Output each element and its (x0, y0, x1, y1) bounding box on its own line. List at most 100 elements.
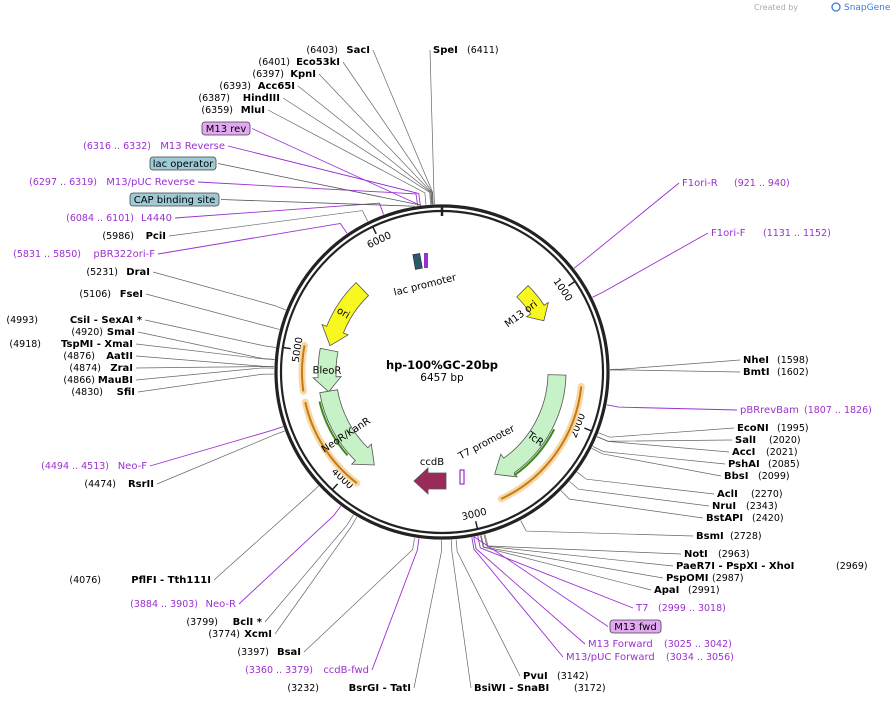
leader-line (560, 490, 704, 519)
site-name: FseI (120, 289, 143, 300)
label-acli[interactable]: AclI(2270) (717, 489, 783, 500)
label-smai[interactable]: SmaI(4920) (71, 327, 135, 338)
site-name: BsaI (277, 647, 301, 658)
label-pshai[interactable]: PshAI(2085) (728, 459, 800, 470)
label-kpni[interactable]: KpnI(6397) (252, 69, 316, 80)
label-pflfi[interactable]: PflFI - Tth111I(4076) (69, 575, 211, 586)
pill-text: M13 fwd (614, 622, 656, 633)
label-hindiii[interactable]: HindIII(6387) (198, 93, 280, 104)
label-l4440[interactable]: L4440(6084 .. 6101) (66, 213, 172, 224)
label-xcmi[interactable]: XcmI(3774) (208, 629, 272, 640)
label-pbr322ori-f[interactable]: pBR322ori-F(5831 .. 5850) (13, 249, 155, 260)
tick-mark (584, 427, 593, 432)
label-pcii[interactable]: PciI(5986) (102, 231, 166, 242)
site-name: SacI (346, 45, 370, 56)
label-sacI[interactable]: SacI(6403) (306, 45, 370, 56)
site-position: (6316 .. 6332) (83, 141, 151, 152)
site-name: BsmI (696, 531, 724, 542)
leader-line (576, 471, 715, 495)
label-acci[interactable]: AccI(2021) (732, 447, 798, 458)
label-m13puc-rev[interactable]: M13/pUC Reverse(6297 .. 6319) (29, 177, 195, 188)
label-pvui[interactable]: PvuI(3142) (523, 671, 589, 682)
neor-arrow (319, 389, 375, 466)
site-position: (2021) (766, 447, 798, 458)
label-maubi[interactable]: MauBI(4866) (63, 375, 133, 386)
site-position: (6401) (258, 57, 290, 68)
site-position: (3232) (287, 683, 319, 694)
site-name: L4440 (141, 213, 172, 224)
leader-line (217, 163, 422, 206)
site-position: (4830) (71, 387, 103, 398)
label-f1ori-f[interactable]: F1ori-F(1131 .. 1152) (711, 228, 831, 239)
label-econi[interactable]: EcoNI(1995) (737, 423, 809, 434)
leader-line (455, 539, 521, 677)
pill-m13rev[interactable]: M13 rev (201, 121, 251, 136)
label-bmti[interactable]: BmtI(1602) (743, 367, 809, 378)
label-sfii[interactable]: SfiI(4830) (71, 387, 135, 398)
pill-box (129, 192, 220, 207)
pill-lac-operator[interactable]: lac operator (149, 156, 217, 171)
site-position: (2963) (718, 549, 750, 560)
label-zrai[interactable]: ZraI(4874) (69, 363, 133, 374)
label-mlui[interactable]: MluI(6359) (201, 105, 265, 116)
m13rev-block (424, 253, 428, 268)
label-neo-f[interactable]: Neo-F(4494 .. 4513) (41, 461, 147, 472)
leader-line (144, 319, 276, 348)
leader-line (137, 373, 275, 393)
bleor-arrow (312, 347, 342, 393)
leader-line (609, 359, 741, 370)
label-csii[interactable]: CsiI - SexAI *(4993) (6, 315, 142, 326)
label-eco53ki[interactable]: Eco53kI(6401) (258, 57, 340, 68)
label-aatii[interactable]: AatII(4876) (63, 351, 133, 362)
label-bstapi[interactable]: BstAPI(2420) (706, 513, 784, 524)
site-name: CsiI - SexAI * (70, 315, 143, 326)
label-apai[interactable]: ApaI(2991) (654, 585, 720, 596)
label-m13rev-range[interactable]: M13 Reverse(6316 .. 6332) (83, 141, 225, 152)
label-rsrii[interactable]: RsrII(4474) (84, 479, 154, 490)
label-bsiwi[interactable]: BsiWI - SnaBI(3172) (474, 683, 606, 694)
leader-line (174, 202, 384, 219)
label-f1ori-r[interactable]: F1ori-R(921 .. 940) (682, 178, 790, 189)
label-paer7i[interactable]: PaeR7I - PspXI - XhoI(2969) (676, 561, 868, 572)
label-bsrgi[interactable]: BsrGI - TatI(3232) (287, 683, 411, 694)
pill-m13fwd[interactable]: M13 fwd (609, 619, 662, 634)
tick-mark (475, 521, 479, 530)
lac-operator-block (412, 253, 423, 270)
label-nhei[interactable]: NheI(1598) (743, 355, 809, 366)
label-t7[interactable]: T7(2999 .. 3018) (635, 603, 726, 614)
label-nrui[interactable]: NruI(2343) (712, 501, 778, 512)
pill-cap-site[interactable]: CAP binding site (129, 192, 220, 207)
site-name: pBRrevBam (740, 405, 799, 416)
label-m13fwd-range[interactable]: M13 Forward(3025 .. 3042) (588, 639, 732, 650)
label-pspomi[interactable]: PspOMI(2987) (666, 573, 744, 584)
label-pbrrevbam[interactable]: pBRrevBam(1807 .. 1826) (740, 405, 872, 416)
pill-text: M13 rev (206, 124, 247, 135)
label-bcli[interactable]: BclI *(3799) (186, 617, 262, 628)
site-name: KpnI (290, 69, 316, 80)
tick-mark (331, 483, 339, 491)
pill-text: lac operator (153, 159, 214, 170)
site-position: (5831 .. 5850) (13, 249, 81, 260)
label-bsmi[interactable]: BsmI(2728) (696, 531, 762, 542)
label-drai[interactable]: DraI(5231) (86, 267, 150, 278)
label-noti[interactable]: NotI(2963) (684, 549, 750, 560)
pill-box (609, 619, 662, 634)
tick-mark (282, 346, 291, 350)
site-position: (3142) (557, 671, 589, 682)
label-spei[interactable]: SpeI(6411) (433, 45, 499, 56)
t7-promoter-block (459, 469, 465, 485)
label-neo-r[interactable]: Neo-R(3884 .. 3903) (130, 599, 236, 610)
leader-line (473, 536, 586, 645)
label-ccdb-fwd[interactable]: ccdB-fwd(3360 .. 3379) (245, 665, 369, 676)
label-m13puc-fwd[interactable]: M13/pUC Forward(3034 .. 3056) (566, 652, 734, 663)
label-fsei[interactable]: FseI(5106) (79, 289, 143, 300)
label-bsai[interactable]: BsaI(3397) (237, 647, 301, 658)
leader-line (282, 97, 431, 205)
label-sali[interactable]: SalI(2020) (735, 435, 801, 446)
tick-label: 6000 (366, 230, 394, 251)
snapgene-logo-icon (831, 2, 841, 12)
label-bbsi[interactable]: BbsI(2099) (724, 471, 790, 482)
label-acc65i[interactable]: Acc65I(6393) (219, 81, 295, 92)
label-tspmi[interactable]: TspMI - XmaI(4918) (9, 339, 133, 350)
leader-line (480, 535, 652, 591)
